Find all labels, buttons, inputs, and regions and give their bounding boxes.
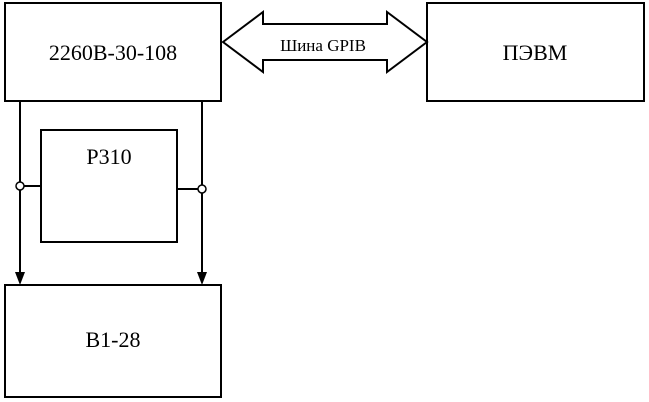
generator-box xyxy=(4,2,222,102)
generator-block: 2260В-30-108 xyxy=(4,2,222,102)
left-signal-wire xyxy=(15,101,25,285)
right-junction-dot xyxy=(197,184,207,194)
gpib-bus: Шина GPIB xyxy=(221,10,429,74)
divider-box xyxy=(40,129,178,243)
pc-block: ПЭВМ xyxy=(426,2,645,102)
divider-label: Р310 xyxy=(86,144,131,169)
gpib-bus-label: Шина GPIB xyxy=(280,36,366,55)
right-arrow-head xyxy=(197,272,207,285)
left-junction-dot xyxy=(15,181,25,191)
voltmeter-label: В1-28 xyxy=(86,327,141,352)
voltmeter-block: В1-28 xyxy=(4,284,222,398)
pc-box xyxy=(426,2,645,102)
divider-left-tap xyxy=(15,181,41,191)
divider-right-tap xyxy=(177,184,207,194)
left-arrow-head xyxy=(15,272,25,285)
divider-block: Р310 xyxy=(40,129,178,243)
pc-label: ПЭВМ xyxy=(503,40,568,65)
gpib-bus-arrow xyxy=(221,10,429,74)
generator-label: 2260В-30-108 xyxy=(49,40,177,65)
voltmeter-box xyxy=(4,284,222,398)
